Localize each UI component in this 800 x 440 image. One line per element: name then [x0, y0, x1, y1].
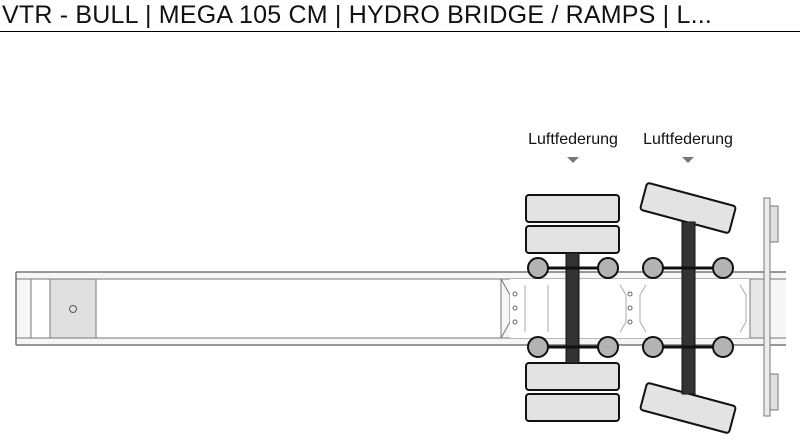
- hub-1d: [597, 336, 619, 358]
- axle-beam-2: [681, 221, 696, 395]
- tire-axle-1-left-inner: [525, 225, 620, 254]
- axle-beam-1: [565, 252, 580, 364]
- rear-bumper: [749, 197, 779, 417]
- hub-1a: [527, 257, 549, 279]
- axle-2: [639, 182, 737, 434]
- title-bar: VTR - BULL | MEGA 105 CM | HYDRO BRIDGE …: [0, 0, 800, 32]
- hub-2a: [642, 257, 664, 279]
- hub-1c: [527, 336, 549, 358]
- tire-axle-1-right-inner: [525, 362, 620, 391]
- axle-label-2: Luftfederung: [643, 131, 733, 148]
- axle-1: [525, 194, 620, 422]
- page-title: VTR - BULL | MEGA 105 CM | HYDRO BRIDGE …: [2, 1, 713, 29]
- axle-marker-arrow-1: [567, 157, 579, 163]
- tire-axle-1-right-outer: [525, 393, 620, 422]
- hub-2b: [712, 257, 734, 279]
- hub-1b: [597, 257, 619, 279]
- kingpin-plate: [49, 278, 97, 339]
- hub-2c: [642, 336, 664, 358]
- tire-axle-1-left-outer: [525, 194, 620, 223]
- axle-label-1: Luftfederung: [528, 131, 618, 148]
- hub-2d: [712, 336, 734, 358]
- bogie-frame: [500, 278, 750, 339]
- axle-marker-arrow-2: [682, 157, 694, 163]
